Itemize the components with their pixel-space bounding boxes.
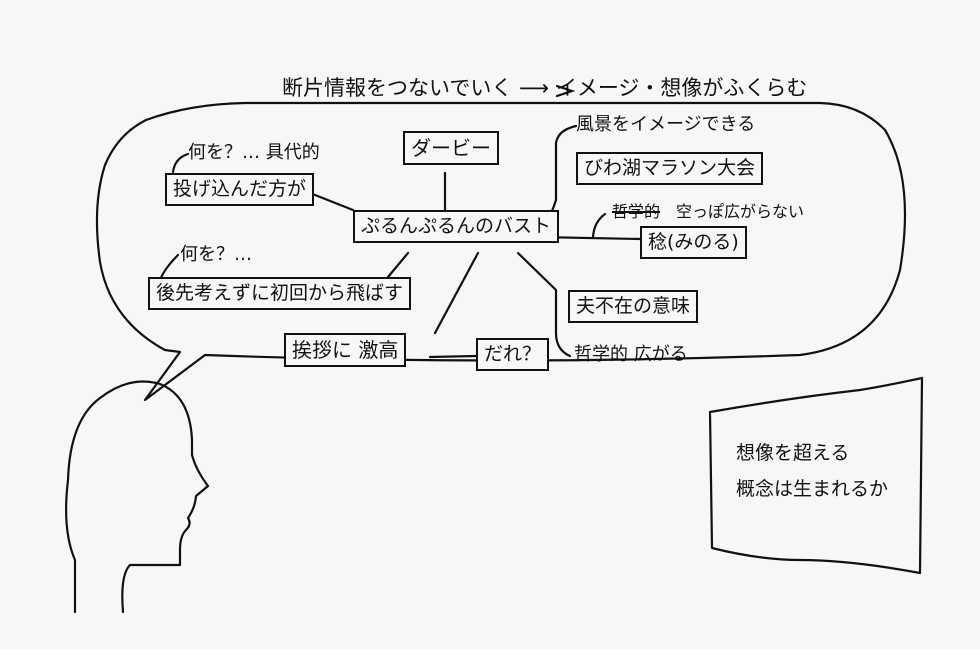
paper-sheet — [708, 376, 924, 575]
note-line-2: 概念は生まれるか — [736, 478, 889, 500]
node-derby: ダービー — [403, 131, 499, 165]
head-silhouette — [65, 380, 210, 614]
note-line-1: 想像を超える — [736, 442, 850, 464]
connector-lines — [156, 124, 642, 359]
node-minoru: 稔(みのる) — [640, 226, 747, 259]
node-fufuzai: 夫不在の意味 — [568, 290, 699, 323]
node-aisatsu: 挨拶に 激高 — [284, 333, 407, 367]
label-fukei: 風景をイメージできる — [576, 114, 756, 135]
node-nochi: 後先考えずに初回から飛ばす — [148, 277, 412, 310]
node-nagekonda: 投げ込んだ方が — [165, 173, 315, 206]
node-center-bust: ぷるんぷるんのバスト — [353, 210, 560, 243]
node-dare: だれ？ — [476, 338, 550, 371]
label-nani-wo: 何を？… — [180, 244, 252, 265]
label-tetsugaku-struck: 哲学的 — [612, 202, 661, 221]
arrow-icon — [555, 84, 576, 98]
label-nani-wo-gutai: 何を？… 具代的 — [188, 142, 320, 163]
label-tetsugaku-hirogaru: 哲学的 広がる — [574, 344, 688, 365]
label-sora: 空っぽ広がらない — [676, 202, 805, 221]
header-text: 断片情報をつないでいく ⟶ イメージ・想像がふくらむ — [282, 76, 808, 100]
node-biwako: びわ湖マラソン大会 — [576, 152, 764, 185]
